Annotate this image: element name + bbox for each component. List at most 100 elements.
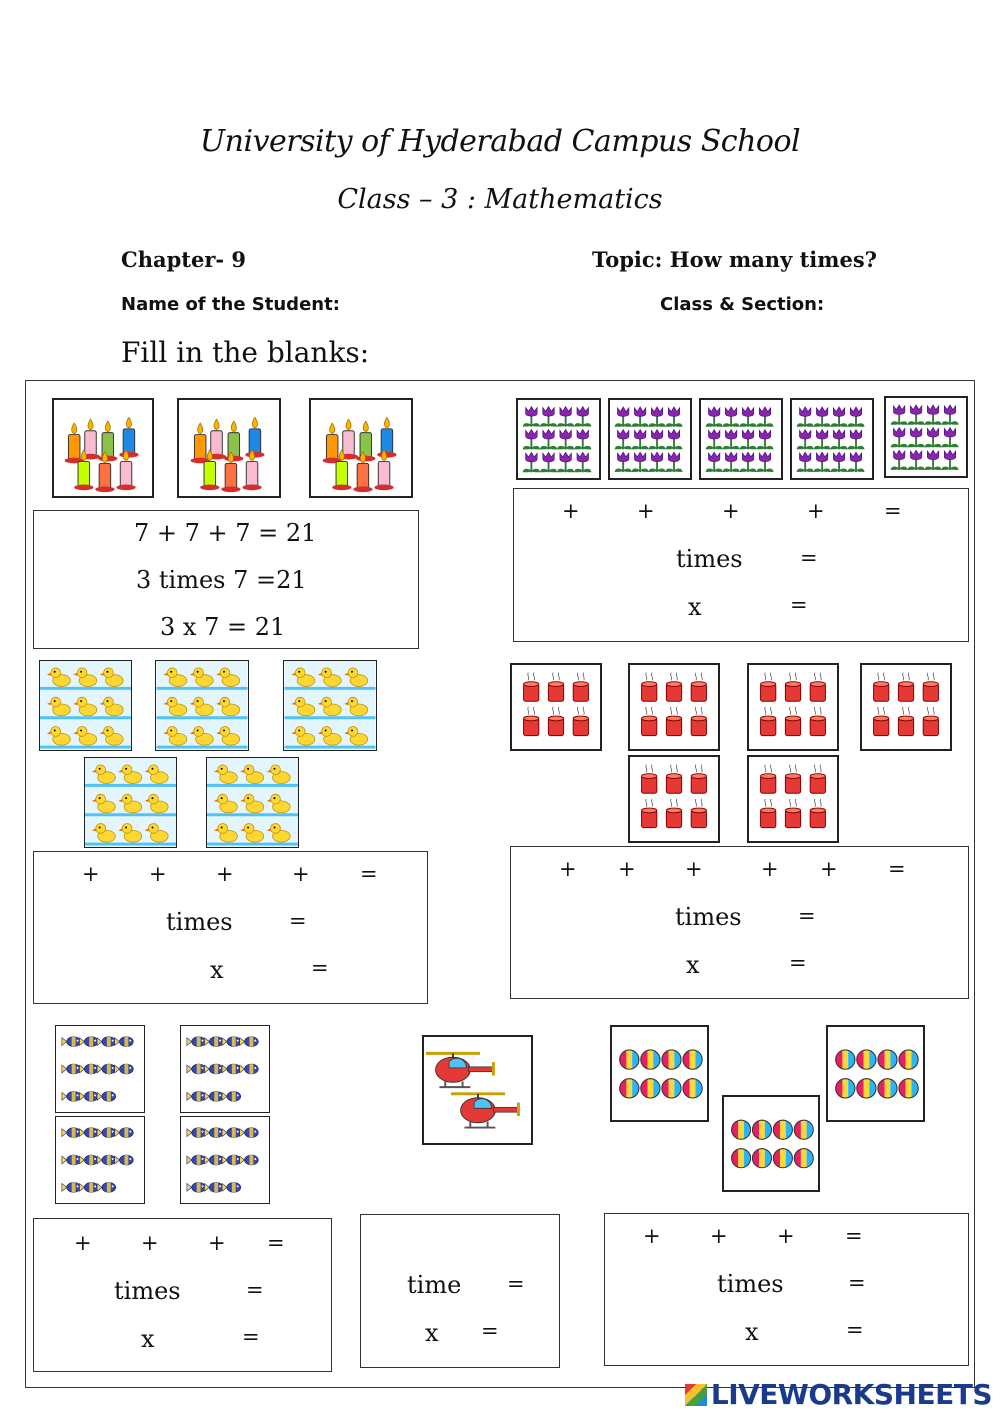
tulips-icon bbox=[704, 406, 775, 473]
tins-picture-1 bbox=[510, 663, 602, 751]
equals-sign: = bbox=[267, 1231, 285, 1255]
equals-sign: = bbox=[845, 1224, 863, 1248]
helicopter-icon bbox=[424, 1051, 520, 1130]
ducks-icon bbox=[207, 758, 298, 847]
plus-sign: + bbox=[292, 862, 310, 886]
equals-sign: = bbox=[289, 909, 307, 933]
fish-picture-4 bbox=[180, 1116, 270, 1204]
candles-picture-3 bbox=[309, 398, 413, 498]
tins-icon bbox=[523, 672, 589, 737]
candles-icon bbox=[190, 416, 265, 493]
balls-picture-3 bbox=[722, 1095, 820, 1192]
tulips-icon bbox=[795, 406, 866, 473]
times-word: times bbox=[717, 1270, 784, 1298]
balls-icon bbox=[619, 1049, 703, 1099]
times-word: times bbox=[675, 903, 742, 931]
equals-sign: = bbox=[848, 1271, 866, 1295]
tins-icon bbox=[760, 764, 826, 829]
equals-sign: = bbox=[846, 1318, 864, 1342]
equals-sign: = bbox=[481, 1319, 499, 1343]
balls-answer-box: + + + = times = x = bbox=[604, 1213, 969, 1366]
chapter-label: Chapter- 9 bbox=[121, 247, 247, 272]
tulips-answer-box: + + + + = times = x = bbox=[513, 488, 969, 642]
equals-sign: = bbox=[246, 1278, 264, 1302]
times-word: times bbox=[166, 908, 233, 936]
tins-picture-5 bbox=[628, 755, 720, 843]
instruction: Fill in the blanks: bbox=[121, 336, 370, 369]
plus-sign: + bbox=[82, 862, 100, 886]
tulips-picture-4 bbox=[790, 398, 874, 480]
fish-icon bbox=[186, 1036, 259, 1102]
plus-sign: + bbox=[74, 1231, 92, 1255]
ducks-icon bbox=[85, 758, 176, 847]
equals-sign: = bbox=[800, 546, 818, 570]
tins-icon bbox=[873, 672, 939, 737]
equals-sign: = bbox=[884, 499, 902, 523]
ducks-picture-4 bbox=[84, 757, 177, 848]
ducks-answer-box: + + + + = times = x = bbox=[33, 851, 428, 1004]
fish-answer-box: + + + = times = x = bbox=[33, 1218, 332, 1372]
multiply-sign: x bbox=[686, 951, 700, 979]
plus-sign: + bbox=[820, 857, 838, 881]
equals-sign: = bbox=[888, 857, 906, 881]
worksheet-frame bbox=[25, 380, 975, 1388]
tins-icon bbox=[760, 672, 826, 737]
equals-sign: = bbox=[311, 956, 329, 980]
plus-sign: + bbox=[643, 1224, 661, 1248]
plus-sign: + bbox=[722, 499, 740, 523]
helicopter-picture bbox=[422, 1035, 533, 1145]
liveworksheets-logo: LIVEWORKSHEETS bbox=[684, 1378, 993, 1411]
candles-picture-2 bbox=[177, 398, 281, 498]
candles-picture-1 bbox=[52, 398, 154, 498]
class-section-label: Class & Section: bbox=[660, 294, 825, 315]
multiply-sign: x bbox=[210, 956, 224, 984]
plus-sign: + bbox=[149, 862, 167, 886]
tins-icon bbox=[641, 672, 707, 737]
tins-picture-3 bbox=[747, 663, 839, 751]
plus-sign: + bbox=[807, 499, 825, 523]
school-title: University of Hyderabad Campus School bbox=[199, 124, 801, 159]
balls-picture-2 bbox=[826, 1025, 925, 1122]
plus-sign: + bbox=[141, 1231, 159, 1255]
tulips-icon bbox=[613, 406, 684, 473]
plus-sign: + bbox=[777, 1224, 795, 1248]
student-name-label: Name of the Student: bbox=[121, 294, 340, 315]
ducks-icon bbox=[40, 661, 131, 750]
equals-sign: = bbox=[360, 862, 378, 886]
tins-answer-box: + + + + + = times = x = bbox=[510, 846, 969, 999]
equals-sign: = bbox=[790, 593, 808, 617]
fish-icon bbox=[61, 1127, 134, 1193]
multiply-sign: x bbox=[745, 1318, 759, 1346]
tins-picture-2 bbox=[628, 663, 720, 751]
equals-sign: = bbox=[798, 904, 816, 928]
equals-sign: = bbox=[507, 1272, 525, 1296]
tulips-picture-2 bbox=[608, 398, 692, 480]
balls-icon bbox=[835, 1049, 919, 1099]
fish-picture-3 bbox=[55, 1116, 145, 1204]
tulips-icon bbox=[889, 404, 960, 471]
tins-picture-6 bbox=[747, 755, 839, 843]
example-addition: 7 + 7 + 7 = 21 bbox=[134, 519, 317, 547]
plus-sign: + bbox=[710, 1224, 728, 1248]
ducks-picture-3 bbox=[283, 660, 377, 751]
example-times: 3 times 7 =21 bbox=[136, 566, 307, 594]
plus-sign: + bbox=[685, 857, 703, 881]
balls-picture-1 bbox=[610, 1025, 709, 1122]
times-word: times bbox=[676, 545, 743, 573]
time-word: time bbox=[407, 1271, 462, 1299]
ducks-icon bbox=[156, 661, 248, 750]
equals-sign: = bbox=[789, 951, 807, 975]
multiply-sign: x bbox=[688, 593, 702, 621]
tulips-picture-1 bbox=[516, 398, 601, 480]
fish-icon bbox=[61, 1036, 134, 1102]
balls-icon bbox=[731, 1119, 814, 1169]
tins-picture-4 bbox=[860, 663, 952, 751]
ducks-picture-5 bbox=[206, 757, 299, 848]
multiply-sign: x bbox=[425, 1319, 439, 1347]
helicopter-answer-box: time = x = bbox=[360, 1214, 560, 1368]
times-word: times bbox=[114, 1277, 181, 1305]
multiply-sign: x bbox=[141, 1325, 155, 1353]
plus-sign: + bbox=[618, 857, 636, 881]
ducks-icon bbox=[284, 661, 376, 750]
ducks-picture-1 bbox=[39, 660, 132, 751]
